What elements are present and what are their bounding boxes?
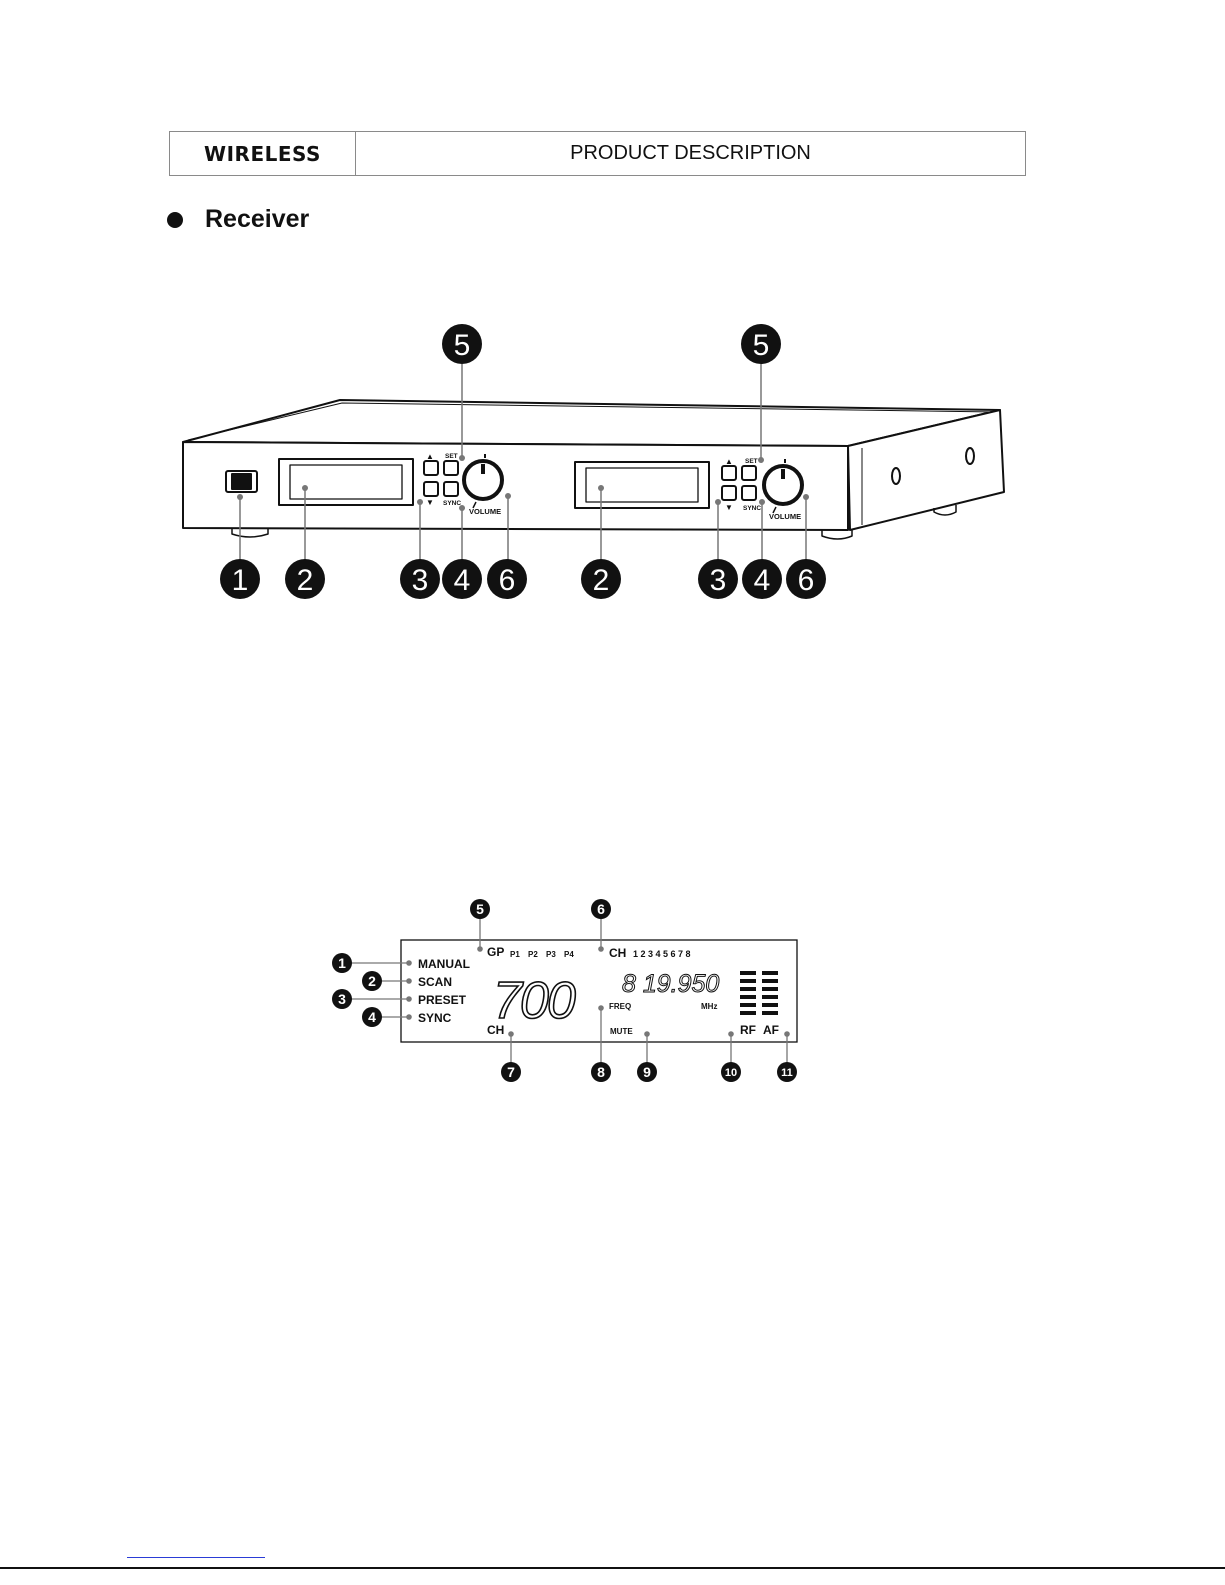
lcd-rf-label: RF [740,1023,756,1037]
callout-4-right: 4 [754,564,771,597]
lcd-callout-3: 3 [338,991,346,1007]
callout-5-left: 5 [454,329,471,362]
sync-label-left: SYNC [443,500,461,507]
callout-3-left: 3 [412,564,429,597]
lcd-channel-segment-display: 700 [493,972,576,1030]
lcd-ch-label: CH [609,946,626,960]
lcd-gp-label: GP [487,945,504,959]
lcd-callout-11: 11 [781,1067,793,1079]
volume-label-right: VOLUME [769,512,801,521]
lcd-callout-9: 9 [643,1064,651,1080]
receiver-illustration: SET SYNC VOLUME ▲ ▼ SET SYNC VOLUME ▲ ▼ [0,0,1225,640]
volume-label-left: VOLUME [469,507,501,516]
set-label-right: SET [745,458,758,465]
callout-2-right: 2 [593,564,610,597]
lcd-freq-label: FREQ [609,1002,631,1011]
lcd-callout-7: 7 [507,1064,515,1080]
lcd-frequency-segment-display: 8 19.950 [622,970,719,998]
callout-6-right: 6 [798,564,815,597]
callout-5-right: 5 [753,329,770,362]
lcd-sync-label: SYNC [418,1011,452,1025]
callout-3-right: 3 [710,564,727,597]
down-arrow-left: ▼ [426,498,434,507]
footer-link-underline[interactable] [127,1557,265,1558]
lcd-callout-10: 10 [725,1067,737,1079]
lcd-preset-p2: P2 [528,950,538,959]
lcd-callout-8: 8 [597,1064,605,1080]
callout-6-left: 6 [499,564,516,597]
lcd-callout-1: 1 [338,955,346,971]
lcd-preset-label: PRESET [418,993,467,1007]
lcd-callout-6: 6 [597,901,605,917]
lcd-manual-label: MANUAL [418,957,470,971]
lcd-channel-numbers: 1 2 3 4 5 6 7 8 [633,949,691,959]
lcd-preset-p4: P4 [564,950,574,959]
callout-2-left: 2 [297,564,314,597]
lcd-preset-p1: P1 [510,950,520,959]
set-label-left: SET [445,453,458,460]
down-arrow-right: ▼ [725,503,733,512]
lcd-af-label: AF [763,1023,779,1037]
up-arrow-left: ▲ [426,452,434,461]
lcd-mute-label: MUTE [610,1027,633,1036]
callout-1: 1 [232,564,249,597]
lcd-mhz-label: MHz [701,1002,717,1011]
lcd-callout-4: 4 [368,1009,376,1025]
lcd-scan-label: SCAN [418,975,452,989]
lcd-illustration: 1 2 3 4 5 6 7 8 9 10 11 MANUAL SCAN PRES… [0,880,1225,1120]
lcd-preset-p3: P3 [546,950,556,959]
up-arrow-right: ▲ [725,457,733,466]
footer-rule [0,1567,1225,1569]
lcd-callout-5: 5 [476,901,484,917]
callout-4-left: 4 [454,564,471,597]
lcd-frame [401,940,797,1042]
sync-label-right: SYNC [743,505,761,512]
lcd-callout-2: 2 [368,973,376,989]
